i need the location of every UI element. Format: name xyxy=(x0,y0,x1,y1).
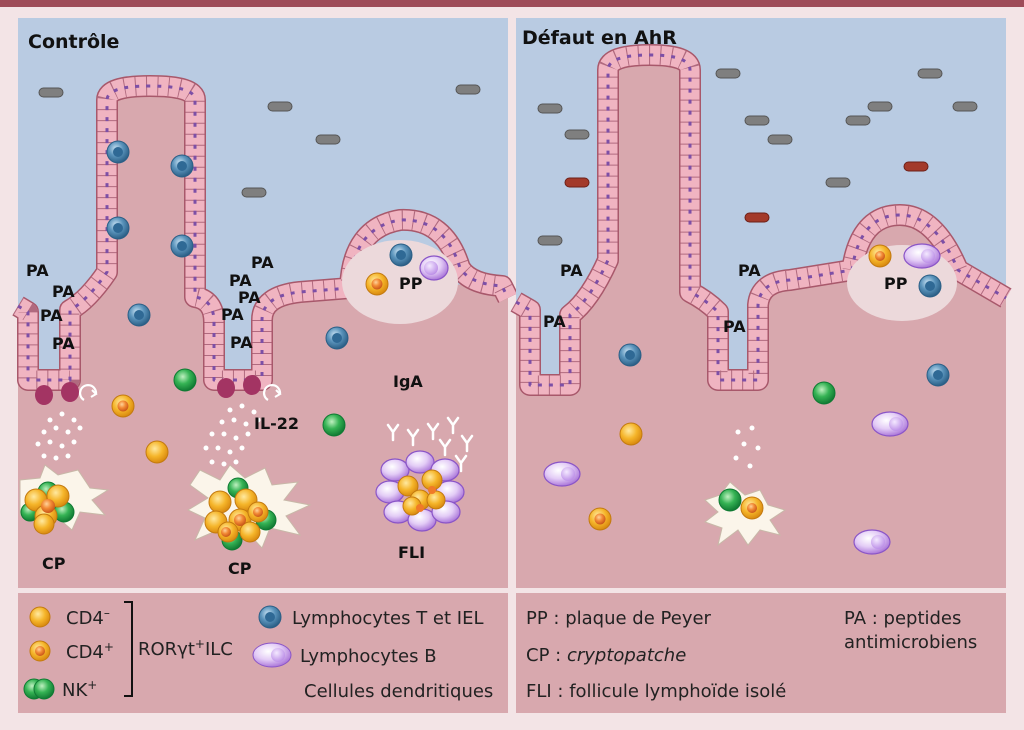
control-title: Contrôle xyxy=(28,31,119,53)
cp-label: CP xyxy=(228,559,252,578)
bacterium xyxy=(825,177,851,188)
isolated-lymphoid-follicle xyxy=(375,450,465,532)
nuclei-control xyxy=(17,84,510,382)
def-cp: CP : cryptopatche xyxy=(526,645,686,666)
il22-secretion xyxy=(35,403,761,469)
lumen-control xyxy=(18,18,508,380)
pa-label: PA xyxy=(560,261,583,280)
cp-label: CP xyxy=(42,554,66,573)
def-pa-line2: antimicrobiens xyxy=(844,632,977,653)
bacterium xyxy=(537,235,563,246)
def-fli: FLI : follicule lymphoïde isolé xyxy=(526,681,786,702)
paneth-cell xyxy=(217,378,235,398)
pathogenic-bacterium xyxy=(744,212,770,223)
pa-label: PA xyxy=(723,317,746,336)
bacterium xyxy=(715,68,741,79)
bacterium xyxy=(917,68,943,79)
top-bar xyxy=(0,0,1024,7)
feedback-arrow-icon xyxy=(262,384,282,401)
pa-label: PA xyxy=(26,261,49,280)
ilc-cells xyxy=(111,244,892,531)
legend-bracket xyxy=(124,601,133,697)
bacterium xyxy=(744,115,770,126)
pa-label: PA xyxy=(238,288,261,307)
bacterium xyxy=(315,134,341,145)
pa-label: PA xyxy=(52,282,75,301)
pa-label: PA xyxy=(738,261,761,280)
fli-label: FLI xyxy=(398,543,425,562)
bacterium xyxy=(241,187,267,198)
cryptopatch-ahr xyxy=(718,488,764,520)
bacteria xyxy=(38,68,978,246)
bacterium xyxy=(267,101,293,112)
legend-ror-ilc: RORγt+ILC xyxy=(138,637,233,660)
pa-label: PA xyxy=(52,334,75,353)
legend-dendritic: Cellules dendritiques xyxy=(304,681,493,702)
legend-cd4-minus-icon xyxy=(29,606,51,628)
bacterium xyxy=(845,115,871,126)
legend-cd4-minus: CD4– xyxy=(66,606,110,629)
b-cells xyxy=(419,243,941,555)
feedback-arrow-icon xyxy=(78,384,98,401)
epithelium-ahr xyxy=(511,45,1011,395)
cryptopatch-control-1 xyxy=(20,481,75,535)
iga-antibodies xyxy=(386,416,474,473)
pa-label: PA xyxy=(230,333,253,352)
def-pa-line1: PA : peptides xyxy=(844,608,961,629)
pa-label: PA xyxy=(543,312,566,331)
paneth-cell xyxy=(61,382,79,402)
def-pp: PP : plaque de Peyer xyxy=(526,608,712,629)
pathogenic-bacterium xyxy=(564,177,590,188)
bacterium xyxy=(537,103,563,114)
pathogenic-bacterium xyxy=(903,161,929,172)
bacterium xyxy=(455,84,481,95)
pa-label: PA xyxy=(221,305,244,324)
bacterium xyxy=(767,134,793,145)
iga-label: IgA xyxy=(393,372,423,391)
bacterium xyxy=(564,129,590,140)
pa-label: PA xyxy=(229,271,252,290)
bacterium xyxy=(867,101,893,112)
paneth-cell xyxy=(243,375,261,395)
legend-b-cells: Lymphocytes B xyxy=(300,646,437,667)
bacterium xyxy=(38,87,64,98)
pp-label: PP xyxy=(399,274,423,293)
cryptopatch-control-2 xyxy=(204,477,277,551)
t-cells xyxy=(106,140,950,387)
ahr-title: Défaut en AhR xyxy=(522,27,677,49)
il22-label: IL-22 xyxy=(254,414,299,433)
legend-cd4-plus: CD4+ xyxy=(66,640,114,663)
bacterium xyxy=(952,101,978,112)
legend-t-cells: Lymphocytes T et IEL xyxy=(292,608,483,629)
legend-nk: NK+ xyxy=(62,678,97,701)
ahr-defect-panel xyxy=(510,18,1012,588)
pp-label: PP xyxy=(884,274,908,293)
paneth-cell xyxy=(35,385,53,405)
pa-label: PA xyxy=(251,253,274,272)
legend: CD4– CD4+ NK+ RORγt+ILC Lymphocytes T et… xyxy=(18,593,1006,713)
pa-label: PA xyxy=(40,306,63,325)
